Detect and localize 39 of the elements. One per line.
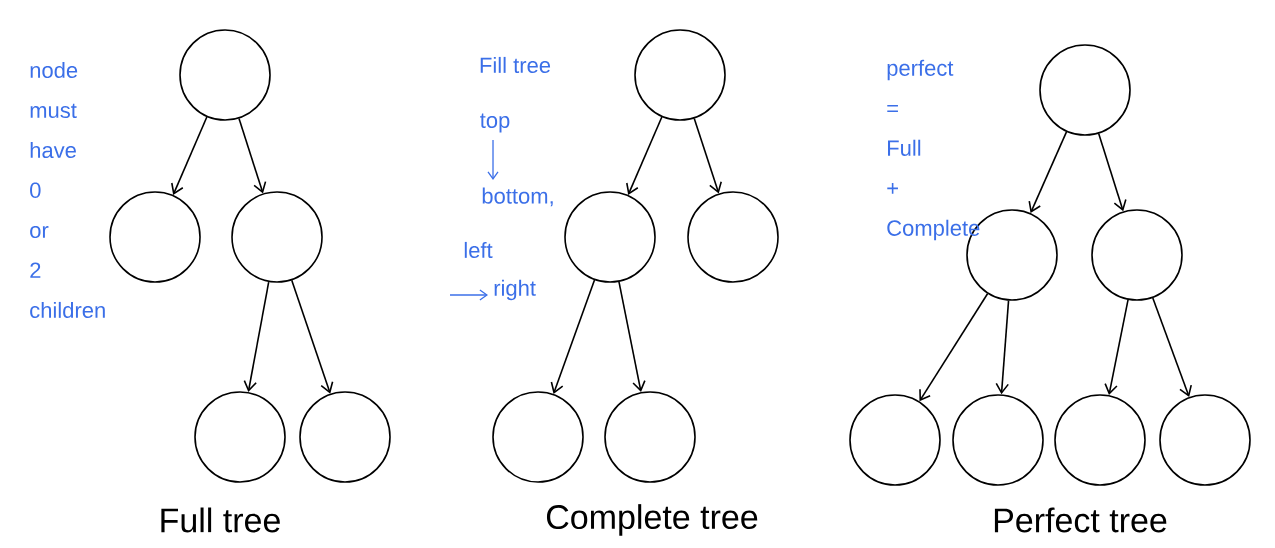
tree-node-circle <box>1159 394 1251 486</box>
tree-node-circle <box>564 191 656 283</box>
tree-node-circle <box>634 29 726 121</box>
arrow <box>618 281 646 393</box>
tree-node-circle <box>194 391 286 483</box>
arrow <box>995 299 1010 395</box>
handwritten-note: top <box>480 113 510 133</box>
arrow <box>171 116 208 195</box>
arrow <box>1104 299 1129 396</box>
arrow <box>693 117 722 194</box>
tree-node-circle <box>1054 394 1146 486</box>
tree-node-circle <box>849 394 941 486</box>
tree-node-circle <box>179 29 271 121</box>
tree-node-circle <box>109 191 201 283</box>
tree-node-circle <box>492 391 584 483</box>
handwritten-note: node must have 0 or 2 children <box>30 61 105 319</box>
arrow <box>919 292 989 402</box>
arrow <box>1152 297 1193 397</box>
handwritten-note: Fill tree <box>480 56 551 74</box>
tree-node-circle <box>1039 44 1131 136</box>
handwritten-note: bottom, <box>482 187 553 207</box>
arrow <box>243 281 270 392</box>
tree-node-circle <box>231 191 323 283</box>
arrow <box>1097 132 1127 212</box>
tree-node-circle <box>687 191 779 283</box>
arrow <box>238 117 267 194</box>
tree-node-circle <box>299 391 391 483</box>
arrow <box>550 279 596 394</box>
tree-node-circle <box>1091 209 1183 301</box>
arrow <box>1028 131 1068 214</box>
tree-caption: Full tree <box>161 507 280 533</box>
arrow <box>290 279 334 394</box>
tree-node-circle <box>604 391 696 483</box>
tree-node-circle <box>952 394 1044 486</box>
handwritten-note: left <box>464 241 493 259</box>
arrow <box>626 116 663 195</box>
tree-caption: Perfect tree <box>994 507 1167 533</box>
tree-caption: Complete tree <box>546 504 758 536</box>
handwritten-note: right <box>494 279 536 301</box>
